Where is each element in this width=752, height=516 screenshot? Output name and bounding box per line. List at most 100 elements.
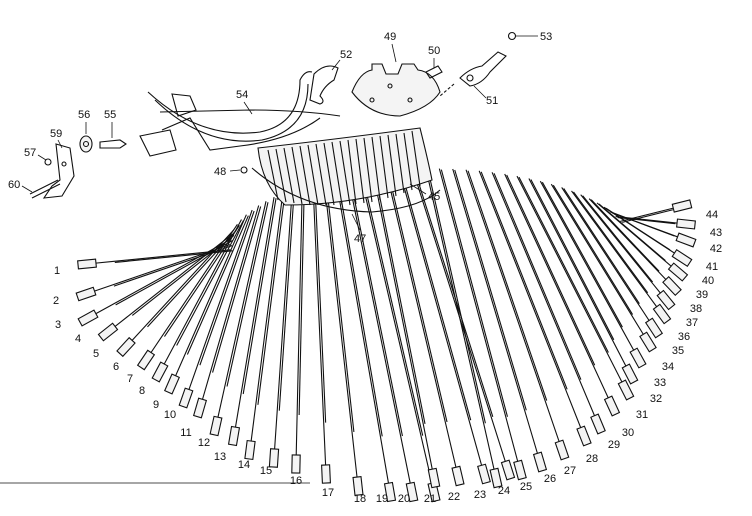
typebar-label: 6 (113, 361, 119, 373)
typebar-label: 15 (260, 465, 272, 477)
segment-plate (351, 63, 441, 117)
clip-51 (439, 31, 517, 97)
typebar (561, 187, 664, 339)
typebar (347, 175, 419, 503)
part-callouts: 45 47 48 49 50 51 52 53 54 55 56 57 59 6… (8, 31, 552, 245)
label-49: 49 (384, 31, 396, 43)
typebar (588, 198, 682, 297)
label-45: 45 (428, 191, 440, 203)
typebar (620, 199, 693, 223)
typebar (491, 172, 606, 435)
typebar-label: 31 (636, 409, 648, 421)
typebar (192, 205, 262, 419)
bracket-59 (42, 143, 75, 199)
label-55: 55 (104, 109, 116, 121)
label-60: 60 (8, 179, 20, 191)
typebar-label: 4 (75, 333, 81, 345)
typebar-label: 41 (706, 261, 718, 273)
typebar (312, 182, 331, 484)
label-59: 59 (50, 128, 62, 140)
typebar-label: 3 (55, 319, 61, 331)
typebar (77, 239, 233, 327)
typebar (335, 177, 397, 503)
typebar (596, 202, 689, 282)
typebar-segment (251, 127, 441, 213)
nut-56 (79, 135, 93, 153)
typebar (615, 215, 696, 230)
stud-55 (99, 139, 127, 149)
typebar (571, 190, 672, 325)
segment-frame (139, 71, 341, 157)
typebar-label: 12 (198, 437, 210, 449)
typebar-label: 2 (53, 295, 59, 307)
typebar (438, 168, 527, 481)
typebar-label: 5 (93, 348, 99, 360)
typebar (116, 228, 237, 358)
typebar-label: 39 (696, 289, 708, 301)
typebar-label: 40 (702, 275, 714, 287)
typebar-label: 29 (608, 439, 620, 451)
typebar-label: 24 (498, 485, 510, 497)
label-52: 52 (340, 49, 352, 61)
typebar (528, 178, 639, 385)
typebar (425, 168, 503, 489)
typebar-label: 25 (520, 481, 532, 493)
typebar-label: 27 (564, 465, 576, 477)
label-47: 47 (354, 233, 366, 245)
typebar-label: 35 (672, 345, 684, 357)
typebar-fan (75, 168, 697, 503)
typebar-label: 28 (586, 453, 598, 465)
typebar (478, 170, 592, 447)
typebar-label: 34 (662, 361, 674, 373)
typebar-label: 23 (474, 489, 486, 501)
typebar (268, 189, 295, 468)
typebar (136, 224, 240, 371)
typebar (516, 175, 635, 401)
typebar (580, 194, 676, 311)
typebar-label: 16 (290, 475, 302, 487)
typebar-label: 26 (544, 473, 556, 485)
label-48: 48 (214, 166, 226, 178)
typebar (163, 214, 249, 395)
typebar-label: 38 (690, 303, 702, 315)
typebar (452, 168, 548, 473)
typebar-label: 13 (214, 451, 226, 463)
typebar-label: 43 (710, 227, 722, 239)
typebar (504, 173, 621, 417)
typebar-label: 33 (654, 377, 666, 389)
segment-slots (267, 130, 421, 206)
typebar (372, 171, 441, 489)
typebar (398, 169, 491, 485)
typebar (385, 170, 465, 487)
bracket-52 (309, 65, 339, 105)
spring-60 (29, 179, 61, 199)
typebar-label: 18 (354, 493, 366, 505)
typebar (539, 180, 647, 369)
typebar (244, 193, 286, 461)
typebar-label: 17 (322, 487, 334, 499)
typebar (209, 201, 269, 437)
screw-57 (44, 158, 52, 166)
typebar-label: 32 (650, 393, 662, 405)
typebar-label: 22 (448, 491, 460, 503)
typebar-label: 21 (424, 493, 436, 505)
typebar-label: 36 (678, 331, 690, 343)
typebar-label: 7 (127, 373, 133, 385)
label-54: 54 (236, 89, 248, 101)
typebar-label: 19 (376, 493, 388, 505)
ball-48 (240, 166, 248, 174)
typebar (178, 209, 255, 409)
label-57: 57 (24, 147, 36, 159)
typebar-label: 11 (180, 427, 191, 439)
typebar (465, 169, 570, 461)
typebar-label: 9 (153, 399, 159, 411)
label-56: 56 (78, 109, 90, 121)
typebar-label: 8 (139, 385, 145, 397)
typebar (550, 183, 657, 353)
typebar (291, 186, 305, 474)
label-53: 53 (540, 31, 552, 43)
typebar-label: 30 (622, 427, 634, 439)
label-50: 50 (428, 45, 440, 57)
